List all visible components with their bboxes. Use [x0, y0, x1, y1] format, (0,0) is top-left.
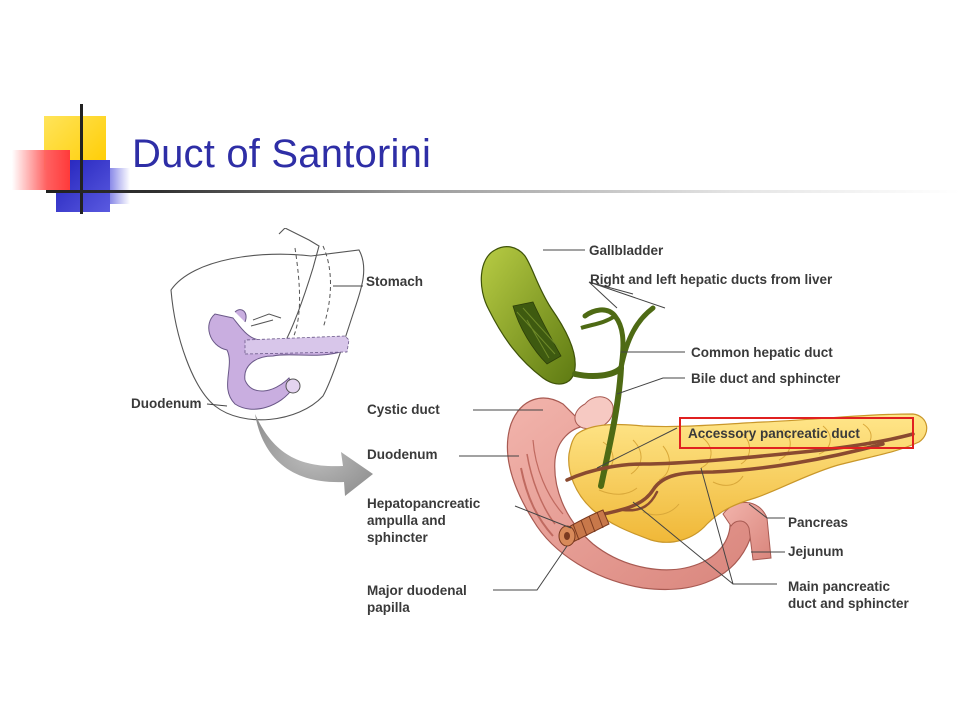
accessory-pancreatic-duct: [565, 432, 915, 482]
pancreas: [568, 413, 928, 543]
transition-arrow-icon: [255, 414, 373, 496]
label-papilla-line2: papilla: [367, 600, 410, 615]
deco-red-square: [12, 150, 70, 190]
label-hepatopancreatic-line2: ampulla and: [367, 513, 446, 528]
label-common-hepatic-duct: Common hepatic duct: [691, 345, 833, 360]
label-main-duct-line1: Main pancreatic: [788, 579, 891, 594]
pancreas-anatomy-diagram: Stomach Duodenum Gallbladder Right and l…: [123, 228, 941, 626]
deco-blue-glow: [110, 168, 130, 204]
label-cystic-duct: Cystic duct: [367, 402, 440, 417]
label-papilla-line1: Major duodenal: [367, 583, 467, 598]
label-main-duct-line2: duct and sphincter: [788, 596, 910, 611]
label-hepatic-ducts: Right and left hepatic ducts from liver: [590, 272, 833, 287]
label-jejunum: Jejunum: [788, 544, 844, 559]
label-accessory-duct: Accessory pancreatic duct: [688, 426, 860, 441]
title-underline: [46, 190, 960, 193]
deco-vertical-line: [80, 104, 83, 214]
slide-title: Duct of Santorini: [132, 132, 432, 176]
gallbladder: [480, 246, 576, 385]
label-pancreas: Pancreas: [788, 515, 848, 530]
pancreas-texture: [598, 423, 872, 516]
label-hepatopancreatic-line1: Hepatopancreatic: [367, 496, 481, 511]
leader-lines: [206, 249, 785, 591]
label-hepatopancreatic-line3: sphincter: [367, 530, 429, 545]
label-gallbladder: Gallbladder: [589, 243, 664, 258]
label-duodenum: Duodenum: [367, 447, 438, 462]
hepatopancreatic-ampulla: [558, 509, 610, 547]
label-bile-duct: Bile duct and sphincter: [691, 371, 841, 386]
inset-duodenum: [208, 309, 350, 410]
label-stomach: Stomach: [366, 274, 423, 289]
label-duodenum-inset: Duodenum: [131, 396, 202, 411]
accessory-duct-highlight-box: [679, 417, 914, 449]
